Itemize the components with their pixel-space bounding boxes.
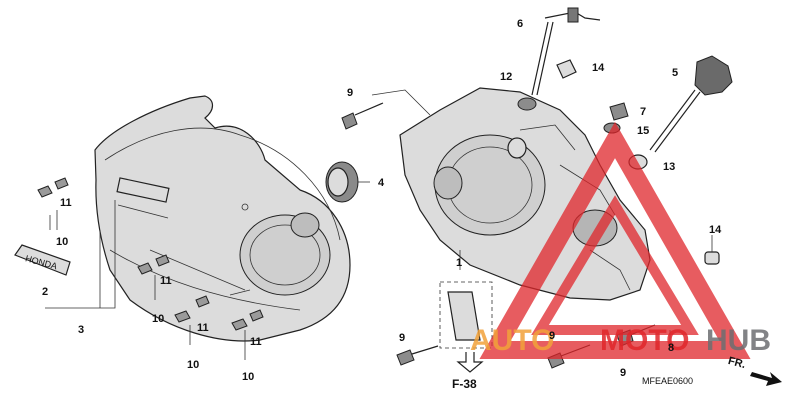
- callout-12: 12: [500, 71, 512, 83]
- callout-9-b: 9: [399, 332, 405, 344]
- callout-11-c: 11: [197, 322, 209, 334]
- callout-1: 1: [456, 257, 462, 269]
- callout-14: 14: [592, 62, 605, 74]
- callout-11-b: 11: [160, 275, 172, 287]
- watermark: [479, 121, 751, 359]
- watermark-triangle-inner: [531, 195, 699, 335]
- page-reference: F-38: [452, 377, 477, 391]
- watermark-auto: AUTO: [470, 324, 554, 357]
- callout-9-c: 9: [549, 330, 555, 342]
- callout-7: 7: [640, 106, 646, 118]
- watermark-moto: MOTO: [600, 324, 689, 357]
- front-direction: FR.: [727, 355, 782, 386]
- callout-5: 5: [672, 67, 678, 79]
- watermark-text: AUTO MOTO HUB: [470, 324, 771, 357]
- drawing-code: MFEAE0600: [642, 376, 693, 386]
- callout-9-d: 9: [620, 367, 626, 379]
- callout-8: 8: [668, 342, 674, 354]
- callout-11-a: 11: [60, 197, 72, 209]
- oil-seal: [325, 161, 370, 203]
- callout-10-a: 10: [56, 236, 68, 248]
- watermark-hub: HUB: [706, 324, 771, 357]
- leader-lines: [45, 89, 713, 360]
- dipstick: [531, 7, 601, 96]
- callout-6: 6: [517, 18, 523, 30]
- callout-9-top: 9: [347, 87, 353, 99]
- front-direction-label: FR.: [727, 355, 747, 371]
- callout-10-b: 10: [152, 313, 164, 325]
- callout-15: 15: [637, 125, 649, 137]
- honda-emblem: HONDA: [14, 244, 71, 276]
- left-bolts: [37, 177, 264, 331]
- callout-4: 4: [378, 177, 385, 189]
- bracket: [439, 281, 493, 373]
- callout-13: 13: [663, 161, 675, 173]
- left-cover: [94, 95, 351, 342]
- callouts: 1 2 3 4 5 6 7 8 9 10 11 12 13 14 15 9 9 …: [42, 18, 722, 383]
- watermark-triangle-outer: [479, 121, 751, 359]
- callout-11-d: 11: [250, 336, 262, 348]
- callout-3: 3: [78, 324, 84, 336]
- callout-10-c: 10: [187, 359, 199, 371]
- callout-2: 2: [42, 286, 48, 298]
- crankcase-cover: [399, 87, 651, 301]
- callout-10-d: 10: [242, 371, 254, 383]
- callout-14-b: 14: [709, 224, 722, 236]
- front-arrow-icon: [750, 372, 782, 386]
